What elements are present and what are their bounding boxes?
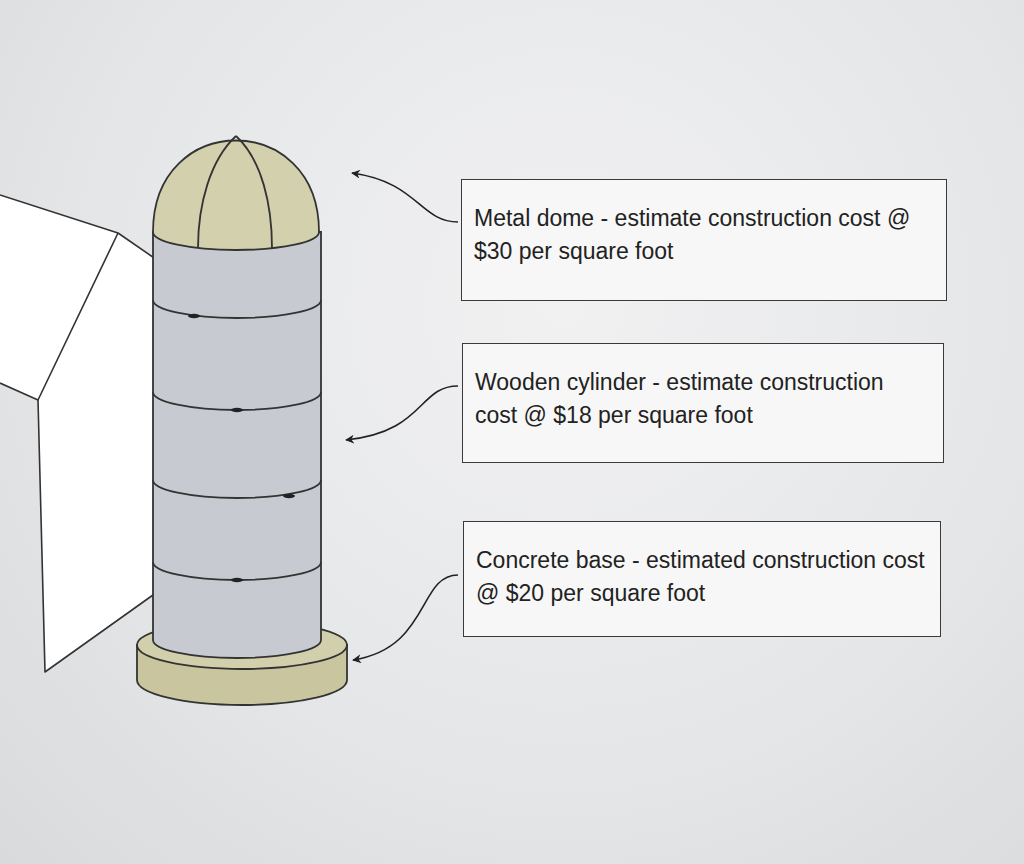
wooden-cylinder xyxy=(153,232,321,658)
callout-box: Concrete base - estimated construction c… xyxy=(463,521,941,637)
barn-outline xyxy=(0,195,160,672)
callout-box: Wooden cylinder - estimate construction … xyxy=(462,343,944,463)
callout-box: Metal dome - estimate construction cost … xyxy=(461,179,947,301)
callout-text: Concrete base - estimated construction c… xyxy=(476,544,926,609)
callout-text: Metal dome - estimate construction cost … xyxy=(474,202,932,267)
metal-dome xyxy=(153,136,319,250)
leader-line xyxy=(346,173,458,660)
callout-text: Wooden cylinder - estimate construction … xyxy=(475,366,929,431)
